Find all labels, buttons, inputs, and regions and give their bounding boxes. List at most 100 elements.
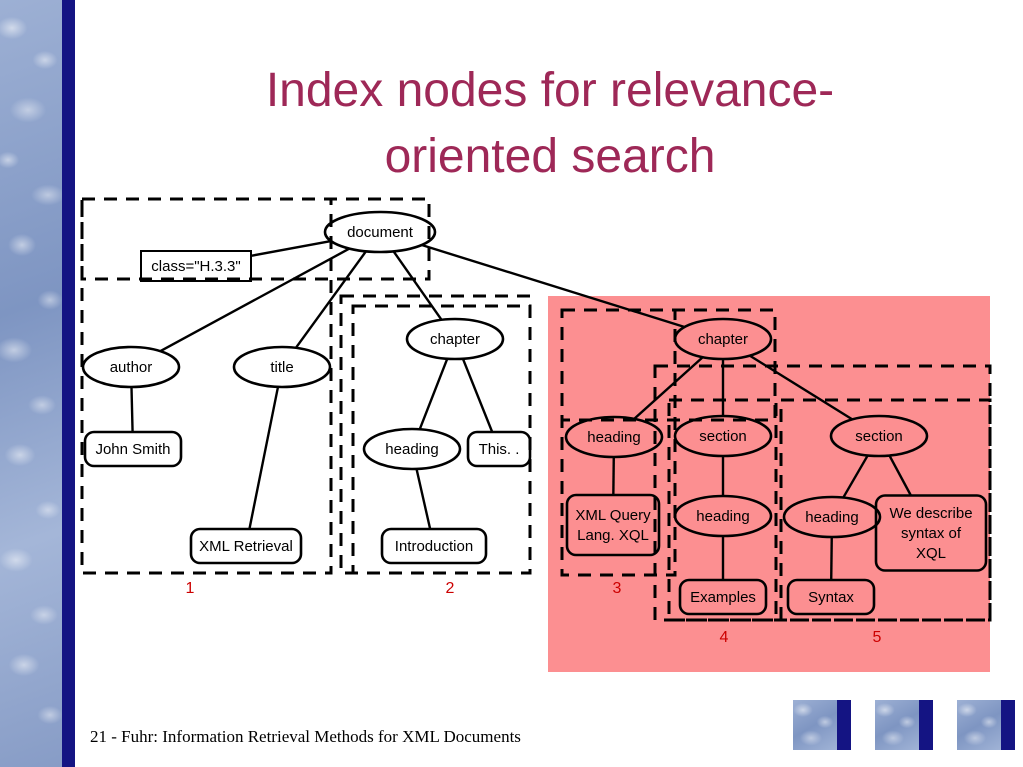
node-shape-rect xyxy=(140,250,252,282)
node-shape-ellipse xyxy=(405,317,505,361)
index-number-2: 2 xyxy=(446,580,455,597)
node-label: This. . xyxy=(479,441,520,458)
corner-badge-marble xyxy=(793,700,837,750)
index-region-1 xyxy=(80,197,333,575)
node-shape-roundrect xyxy=(678,578,768,616)
node-shape-roundrect xyxy=(189,527,303,565)
node-label: heading xyxy=(696,508,749,525)
document-region xyxy=(80,197,431,281)
node-shape-roundrect xyxy=(874,494,988,572)
index-region-3 xyxy=(560,308,677,577)
highlight-region xyxy=(548,296,990,672)
tree-edges xyxy=(130,239,912,581)
node-heading4: heading xyxy=(673,494,773,538)
node-label: Syntax xyxy=(808,589,854,606)
node-label: XML Retrieval xyxy=(199,538,293,555)
corner-badge-navy-stripe xyxy=(1001,700,1015,750)
corner-badge-3 xyxy=(957,700,1015,750)
node-author: author xyxy=(81,345,181,389)
node-syntax: Syntax xyxy=(786,578,876,616)
node-label: Examples xyxy=(690,589,756,606)
edge-chapter3-to-section5 xyxy=(749,354,853,421)
index-region-numbers: 1 2 3 4 5 xyxy=(186,580,882,646)
node-label: section xyxy=(855,428,903,445)
node-label: document xyxy=(347,224,414,241)
node-shape-roundrect xyxy=(380,527,488,565)
corner-badge-marble xyxy=(875,700,919,750)
node-label: chapter xyxy=(430,331,480,348)
highlight-region-rect xyxy=(548,296,990,672)
node-heading3: heading xyxy=(564,415,664,459)
edge-heading5-to-syntax xyxy=(830,536,833,581)
node-label: title xyxy=(270,359,293,376)
edge-document-to-chapter3 xyxy=(421,243,685,329)
node-shape-ellipse xyxy=(81,345,181,389)
left-border-navy-stripe xyxy=(62,0,75,767)
node-shape-roundrect xyxy=(466,430,532,468)
node-shape-roundrect xyxy=(565,493,661,557)
corner-badge-1 xyxy=(793,700,851,750)
edge-author-to-johnsmith xyxy=(130,386,134,433)
node-shape-ellipse xyxy=(673,494,773,538)
index-number-4: 4 xyxy=(720,629,729,646)
node-label: chapter xyxy=(698,331,748,348)
node-xmlretrieval: XML Retrieval xyxy=(189,527,303,565)
node-shape-roundrect xyxy=(786,578,876,616)
node-examples: Examples xyxy=(678,578,768,616)
edge-section5-to-heading5 xyxy=(842,454,869,499)
footer-text: 21 - Fuhr: Information Retrieval Methods… xyxy=(90,727,521,746)
node-shape-ellipse xyxy=(362,427,462,471)
node-heading5: heading xyxy=(782,495,882,539)
node-label: Lang. XQL xyxy=(577,527,649,544)
node-document: document xyxy=(323,210,437,254)
edge-chapter2-to-this xyxy=(461,358,494,433)
node-label: heading xyxy=(587,429,640,446)
node-johnsmith: John Smith xyxy=(83,430,183,468)
edge-chapter2-to-heading2 xyxy=(418,358,449,430)
corner-badge-navy-stripe xyxy=(837,700,851,750)
index-number-3: 3 xyxy=(613,580,622,597)
node-label: XQL xyxy=(916,545,946,562)
node-shape-roundrect xyxy=(83,430,183,468)
node-shape-ellipse xyxy=(829,414,929,458)
node-this: This. . xyxy=(466,430,532,468)
node-label: XML Query xyxy=(575,507,651,524)
node-label: John Smith xyxy=(95,441,170,458)
node-introduction: Introduction xyxy=(380,527,488,565)
node-label: Introduction xyxy=(395,538,473,555)
edge-title-to-xmlretrieval xyxy=(248,386,280,530)
node-label: We describe xyxy=(889,505,972,522)
edge-document-to-classattr xyxy=(250,239,332,258)
node-shape-ellipse xyxy=(232,345,332,389)
edge-document-to-title xyxy=(294,250,367,349)
index-number-5: 5 xyxy=(873,629,882,646)
corner-badge-navy-stripe xyxy=(919,700,933,750)
node-label: heading xyxy=(385,441,438,458)
node-shape-ellipse xyxy=(323,210,437,254)
corner-badge-marble xyxy=(957,700,1001,750)
node-heading2: heading xyxy=(362,427,462,471)
edge-document-to-chapter2 xyxy=(392,250,443,321)
node-label: section xyxy=(699,428,747,445)
page-title: Index nodes for relevance- oriented sear… xyxy=(265,64,835,184)
node-label: class="H.3.3" xyxy=(151,258,240,275)
node-shape-ellipse xyxy=(564,415,664,459)
index-region-5 xyxy=(779,398,992,622)
node-shape-ellipse xyxy=(673,317,773,361)
edge-document-to-author xyxy=(159,247,350,353)
node-section4: section xyxy=(673,414,773,458)
node-title: title xyxy=(232,345,332,389)
edge-section5-to-wedescribe xyxy=(888,454,912,497)
index-number-1: 1 xyxy=(186,580,195,597)
node-label: author xyxy=(110,359,153,376)
node-classattr: class="H.3.3" xyxy=(140,250,252,282)
node-shape-ellipse xyxy=(782,495,882,539)
edge-heading2-to-introduction xyxy=(415,468,432,530)
node-label: heading xyxy=(805,509,858,526)
node-section5: section xyxy=(829,414,929,458)
edge-chapter3-to-heading3 xyxy=(633,356,704,420)
